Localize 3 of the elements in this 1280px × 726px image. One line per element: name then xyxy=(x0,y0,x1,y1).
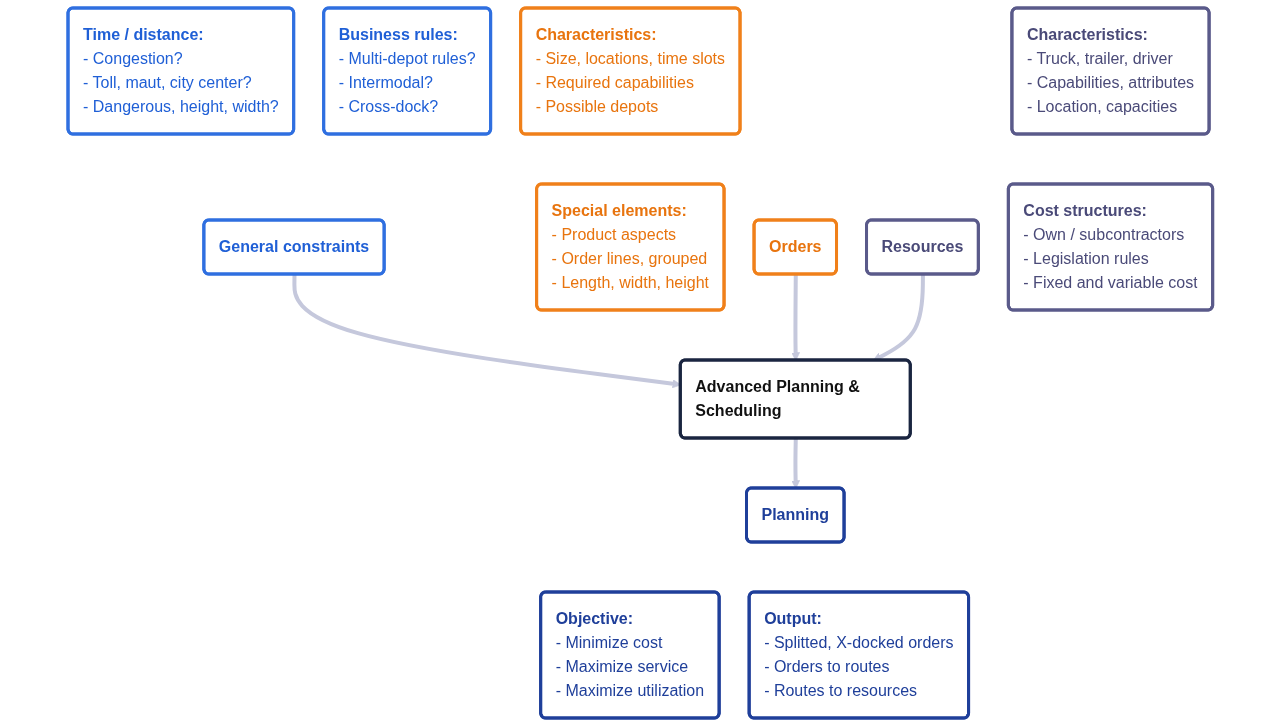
arrow xyxy=(872,274,925,361)
arrow xyxy=(790,438,800,489)
arrow xyxy=(790,274,800,361)
